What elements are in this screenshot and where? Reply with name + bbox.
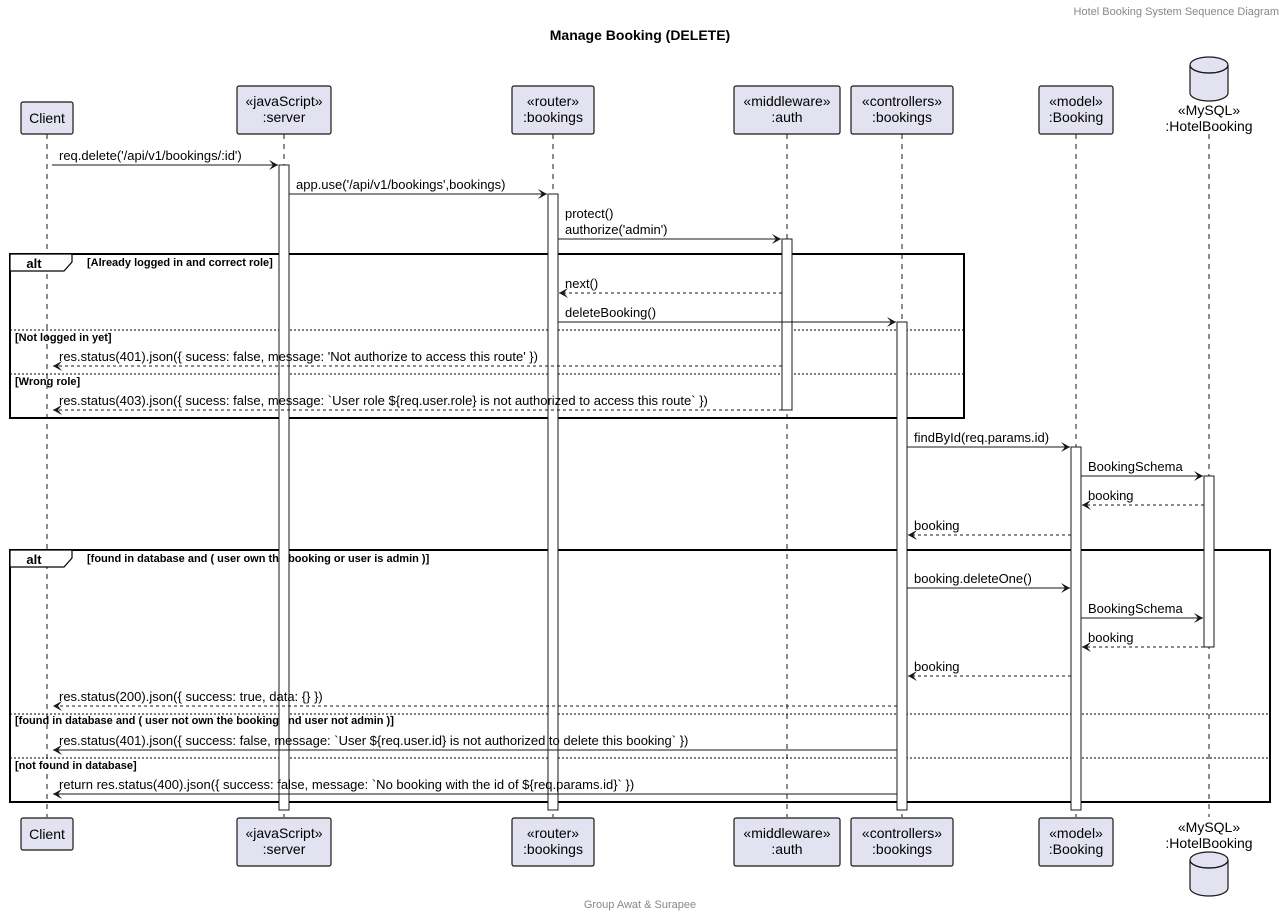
database-icon xyxy=(1189,851,1229,897)
alt-fragment-keyword: alt xyxy=(26,256,42,271)
participant-db-bottom-label: «MySQL» xyxy=(1178,819,1240,835)
participant-db-top-label: «MySQL» xyxy=(1178,102,1240,118)
participant-auth-top-label: «middleware» xyxy=(743,93,830,109)
messages: req.delete('/api/v1/bookings/:id') app.us… xyxy=(52,148,1204,799)
alt-fragment-guard: [Not logged in yet] xyxy=(15,332,112,344)
participant-router-bottom-box xyxy=(511,817,595,867)
participant-model-top-label: :Booking xyxy=(1049,109,1103,125)
alt-fragment-frame xyxy=(9,549,1271,803)
participant-server-bottom-label: «javaScript» xyxy=(245,825,322,841)
message-label: booking xyxy=(914,659,960,674)
message-label: req.delete('/api/v1/bookings/:id') xyxy=(59,148,242,163)
alt-fragment-keyword: alt xyxy=(26,552,42,567)
participant-model-top-box xyxy=(1038,85,1114,135)
participant-router-top-label: :bookings xyxy=(523,109,583,125)
combined-fragments: alt [Already logged in and correct role] [… xyxy=(9,253,1271,803)
participant-controller-top-label: :bookings xyxy=(872,109,932,125)
participant-server-top-label: «javaScript» xyxy=(245,93,322,109)
alt-fragment-frame xyxy=(9,253,965,419)
message-label: booking xyxy=(1088,630,1134,645)
message-label: next() xyxy=(565,276,598,291)
participant-client-bottom-box xyxy=(20,817,74,851)
activation-bar-router xyxy=(547,193,559,811)
message-label: booking xyxy=(914,518,960,533)
participant-model-bottom-box xyxy=(1038,817,1114,867)
participant-client-top-box xyxy=(20,101,74,135)
participant-server-top-box xyxy=(236,85,332,135)
alt-fragment-guard: [Already logged in and correct role] xyxy=(87,257,273,269)
message-label: res.status(403).json({ sucess: false, me… xyxy=(59,393,708,408)
participant-client-bottom-label: Client xyxy=(29,826,65,842)
participant-client-top-label: Client xyxy=(29,110,65,126)
participant-auth-bottom-label: «middleware» xyxy=(743,825,830,841)
message-label: authorize('admin') xyxy=(565,222,668,237)
participant-controller-bottom-label: :bookings xyxy=(872,841,932,857)
participant-router-bottom-label: «router» xyxy=(527,825,579,841)
alt-fragment-tab xyxy=(9,253,73,272)
participant-auth-bottom-label: :auth xyxy=(771,841,802,857)
participant-model-top-label: «model» xyxy=(1049,93,1103,109)
participant-db-top-label: :HotelBooking xyxy=(1165,118,1252,134)
message-label: app.use('/api/v1/bookings',bookings) xyxy=(296,177,506,192)
message-label: res.status(200).json({ success: true, da… xyxy=(59,689,323,704)
participant-server-top-label: :server xyxy=(263,109,306,125)
diagram-header: Hotel Booking System Sequence Diagram xyxy=(1074,6,1279,18)
participant-router-top-box xyxy=(511,85,595,135)
participant-controller-top-box xyxy=(850,85,954,135)
message-label: findById(req.params.id) xyxy=(914,430,1049,445)
diagram-footer: Group Awat & Surapee xyxy=(584,899,696,911)
participant-server-bottom-label: :server xyxy=(263,841,306,857)
participant-auth-bottom-box xyxy=(733,817,841,867)
participant-controller-bottom-label: «controllers» xyxy=(862,825,942,841)
message-label: deleteBooking() xyxy=(565,305,656,320)
message-label: BookingSchema xyxy=(1088,459,1183,474)
message-label: BookingSchema xyxy=(1088,601,1183,616)
message-label: booking xyxy=(1088,488,1134,503)
activation-bar-auth xyxy=(781,238,793,411)
alt-fragment-guard: [Wrong role] xyxy=(15,376,81,388)
activation-bars xyxy=(278,164,1215,811)
participant-auth-top-label: :auth xyxy=(771,109,802,125)
participant-router-top-label: «router» xyxy=(527,93,579,109)
activation-bar-model xyxy=(1070,446,1082,811)
participant-controller-bottom-box xyxy=(850,817,954,867)
database-icon xyxy=(1189,56,1229,102)
activation-bar-db xyxy=(1203,475,1215,648)
participant-model-bottom-label: «model» xyxy=(1049,825,1103,841)
participant-controller-top-label: «controllers» xyxy=(862,93,942,109)
message-label: protect() xyxy=(565,206,613,221)
alt-fragment-guard: [found in database and ( user not own th… xyxy=(15,715,394,727)
alt-fragment-guard: [not found in database] xyxy=(15,760,137,772)
message-label: res.status(401).json({ sucess: false, me… xyxy=(59,349,538,364)
alt-fragment-tab xyxy=(9,549,73,568)
message-label: booking.deleteOne() xyxy=(914,571,1032,586)
participants: ClientClient«javaScript»:server«javaScri… xyxy=(20,56,1253,897)
activation-bar-server xyxy=(278,164,290,811)
participant-router-bottom-label: :bookings xyxy=(523,841,583,857)
participant-auth-top-box xyxy=(733,85,841,135)
alt-fragment-guard: [found in database and ( user own the bo… xyxy=(87,553,430,565)
participant-server-bottom-box xyxy=(236,817,332,867)
activation-bar-controller xyxy=(896,321,908,811)
message-label: res.status(401).json({ success: false, m… xyxy=(59,733,688,748)
diagram-title: Manage Booking (DELETE) xyxy=(550,27,730,43)
participant-model-bottom-label: :Booking xyxy=(1049,841,1103,857)
message-label: return res.status(400).json({ success: f… xyxy=(59,777,634,792)
participant-db-bottom-label: :HotelBooking xyxy=(1165,835,1252,851)
